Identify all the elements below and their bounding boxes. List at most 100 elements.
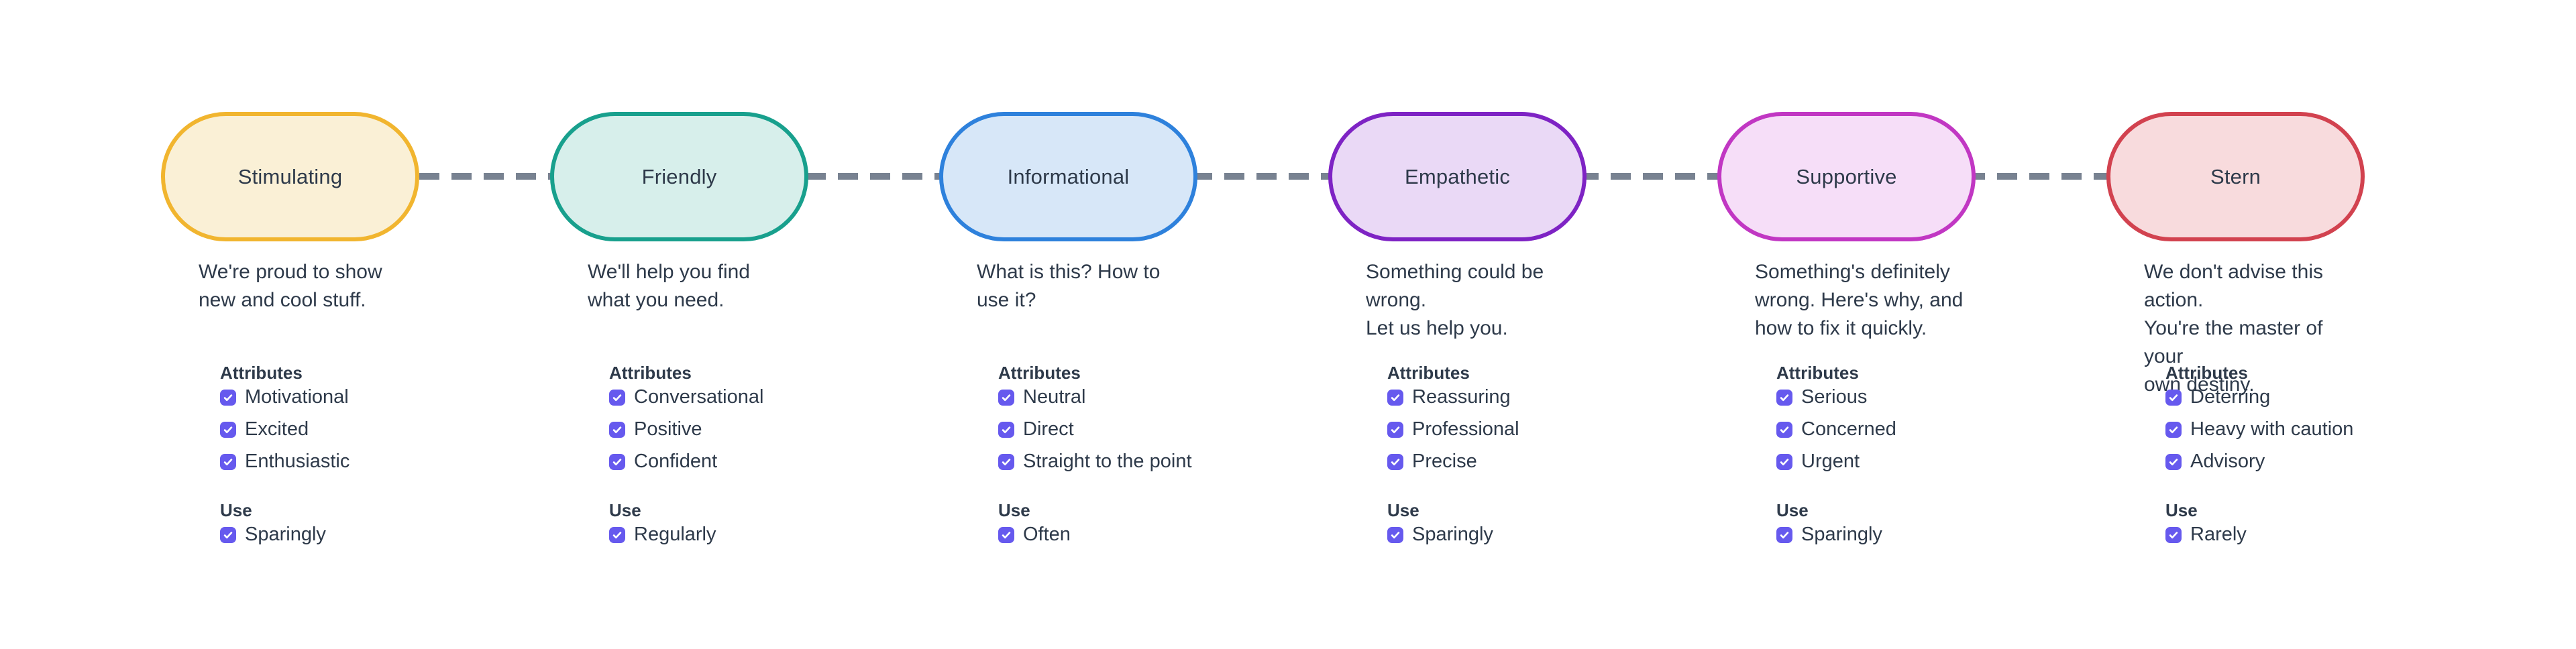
use-row: Sparingly: [1776, 524, 1976, 546]
use-heading: Use: [220, 500, 252, 520]
attribute-checkbox[interactable]: [2165, 453, 2182, 470]
use-row: Sparingly: [220, 524, 419, 546]
attribute-row: Deterring: [2165, 386, 2365, 408]
use-checkbox[interactable]: [2165, 526, 2182, 543]
tone-description: Something could be wrong. Let us help yo…: [1366, 258, 1587, 362]
tone-node-label: Stern: [2210, 164, 2261, 188]
attribute-checkbox[interactable]: [998, 453, 1014, 470]
check-icon: [2169, 458, 2178, 465]
attribute-row: Conversational: [609, 386, 808, 408]
tone-description: What is this? How to use it?: [977, 258, 1197, 362]
attribute-checkbox[interactable]: [1776, 421, 1792, 438]
tone-description-line: new and cool stuff.: [199, 289, 366, 311]
check-icon: [612, 426, 622, 433]
use-label: Sparingly: [245, 524, 326, 545]
attribute-row: Confident: [609, 451, 808, 473]
check-icon: [2169, 426, 2178, 433]
tone-columns: Stimulating We're proud to show new and …: [161, 112, 2365, 546]
attribute-checkbox[interactable]: [2165, 389, 2182, 406]
use-checkbox[interactable]: [609, 526, 625, 543]
check-icon: [612, 531, 622, 538]
attribute-checkbox[interactable]: [220, 421, 236, 438]
check-icon: [223, 458, 233, 465]
tone-column-stimulating: Stimulating We're proud to show new and …: [161, 112, 419, 546]
use-row: Rarely: [2165, 524, 2365, 546]
tone-description-line: use it?: [977, 289, 1036, 311]
attribute-label: Heavy with caution: [2190, 418, 2354, 440]
check-icon: [1391, 458, 1400, 465]
tone-description-line: We don't advise this action.: [2144, 261, 2323, 311]
use-row: Often: [998, 524, 1197, 546]
use-checkbox[interactable]: [1776, 526, 1792, 543]
use-row: Regularly: [609, 524, 808, 546]
attribute-row: Reassuring: [1387, 386, 1587, 408]
attribute-label: Excited: [245, 418, 309, 440]
attribute-checkbox[interactable]: [998, 421, 1014, 438]
attribute-row: Precise: [1387, 451, 1587, 473]
check-icon: [1391, 394, 1400, 401]
attribute-label: Neutral: [1023, 386, 1086, 408]
attribute-row: Urgent: [1776, 451, 1976, 473]
check-icon: [1780, 426, 1789, 433]
tone-node-informational: Informational: [939, 112, 1197, 241]
tone-node-label: Informational: [1007, 164, 1130, 188]
use-heading: Use: [2165, 500, 2198, 520]
tone-description-line: how to fix it quickly.: [1755, 317, 1927, 339]
attributes-heading: Attributes: [1776, 363, 1859, 383]
attribute-row: Neutral: [998, 386, 1197, 408]
attribute-label: Direct: [1023, 418, 1074, 440]
tone-node-supportive: Supportive: [1717, 112, 1976, 241]
attribute-checkbox[interactable]: [1776, 453, 1792, 470]
attribute-checkbox[interactable]: [609, 389, 625, 406]
use-checkbox[interactable]: [998, 526, 1014, 543]
attributes-heading: Attributes: [609, 363, 692, 383]
check-icon: [1002, 531, 1011, 538]
attribute-row: Serious: [1776, 386, 1976, 408]
attributes-heading: Attributes: [1387, 363, 1470, 383]
use-label: Regularly: [634, 524, 716, 545]
attribute-checkbox[interactable]: [1776, 389, 1792, 406]
check-icon: [2169, 394, 2178, 401]
use-row: Sparingly: [1387, 524, 1587, 546]
attribute-row: Concerned: [1776, 418, 1976, 440]
use-label: Sparingly: [1801, 524, 1882, 545]
attribute-row: Enthusiastic: [220, 451, 419, 473]
attribute-checkbox[interactable]: [220, 389, 236, 406]
attribute-checkbox[interactable]: [1387, 453, 1403, 470]
attribute-checkbox[interactable]: [220, 453, 236, 470]
use-checkbox[interactable]: [220, 526, 236, 543]
attribute-label: Advisory: [2190, 451, 2265, 472]
tone-description: We don't advise this action. You're the …: [2144, 258, 2365, 396]
check-icon: [2169, 531, 2178, 538]
attribute-label: Professional: [1412, 418, 1519, 440]
tone-description: We're proud to show new and cool stuff.: [199, 258, 419, 362]
attribute-label: Positive: [634, 418, 702, 440]
check-icon: [223, 394, 233, 401]
attribute-checkbox[interactable]: [2165, 421, 2182, 438]
attribute-checkbox[interactable]: [609, 453, 625, 470]
tone-description-line: We're proud to show: [199, 261, 382, 283]
attribute-checkbox[interactable]: [998, 389, 1014, 406]
attribute-label: Serious: [1801, 386, 1868, 408]
use-label: Often: [1023, 524, 1071, 545]
attribute-label: Enthusiastic: [245, 451, 350, 472]
attribute-row: Direct: [998, 418, 1197, 440]
tone-description-line: wrong. Here's why, and: [1755, 289, 1964, 311]
attribute-checkbox[interactable]: [609, 421, 625, 438]
attribute-row: Excited: [220, 418, 419, 440]
check-icon: [1391, 426, 1400, 433]
tone-description-line: Something's definitely: [1755, 261, 1950, 283]
attribute-label: Concerned: [1801, 418, 1896, 440]
attribute-row: Professional: [1387, 418, 1587, 440]
attribute-label: Reassuring: [1412, 386, 1511, 408]
attribute-checkbox[interactable]: [1387, 389, 1403, 406]
check-icon: [223, 531, 233, 538]
attribute-checkbox[interactable]: [1387, 421, 1403, 438]
attribute-label: Deterring: [2190, 386, 2271, 408]
use-checkbox[interactable]: [1387, 526, 1403, 543]
tone-node-label: Friendly: [641, 164, 717, 188]
check-icon: [1002, 426, 1011, 433]
attribute-label: Straight to the point: [1023, 451, 1192, 472]
use-heading: Use: [1387, 500, 1419, 520]
tone-column-empathetic: Empathetic Something could be wrong. Let…: [1328, 112, 1587, 546]
